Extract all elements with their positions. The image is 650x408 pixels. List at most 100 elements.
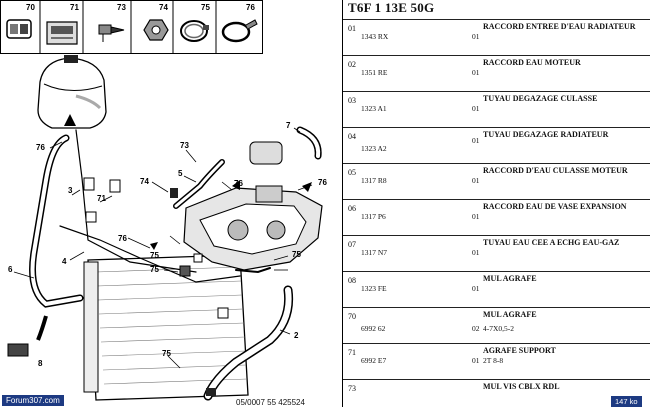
part-spec: 2T 8-8	[483, 356, 504, 365]
part-description: RACCORD EAU MOTEUR	[483, 58, 581, 67]
callout: 75	[150, 251, 159, 260]
part-reference: 1323 A1	[361, 104, 387, 113]
parts-row: 73 MUL VIS CBLX RDL	[343, 379, 650, 408]
part-quantity: 02	[472, 324, 480, 333]
part-description: RACCORD ENTREE D'EAU RADIATEUR	[483, 22, 636, 31]
legend-item-76: 76	[221, 3, 258, 43]
hoses	[29, 126, 322, 401]
legend-num: 76	[246, 3, 255, 12]
parts-row: 05 1317 R8 01 RACCORD D'EAU CULASSE MOTE…	[343, 163, 650, 200]
legend-num: 70	[26, 3, 35, 12]
part-description: TUYAU DEGAZAGE RADIATEUR	[483, 130, 609, 139]
callout: 3	[68, 186, 73, 195]
part-quantity: 01	[472, 284, 480, 293]
part-reference: 1317 N7	[361, 248, 388, 257]
cooling-circuit-diagram: 70 71 73 74	[0, 0, 327, 401]
part-quantity: 01	[472, 248, 480, 257]
part-quantity: 01	[472, 68, 480, 77]
callout: 75	[150, 265, 159, 274]
part-number: 03	[348, 96, 356, 105]
part-description: RACCORD EAU DE VASE EXPANSION	[483, 202, 627, 211]
callout: 2	[294, 331, 299, 340]
parts-row: 70 6992 62 02 MUL AGRAFE 4-7X0,5-2	[343, 307, 650, 344]
part-description: RACCORD D'EAU CULASSE MOTEUR	[483, 166, 628, 175]
legend-num: 75	[201, 3, 210, 12]
forum-watermark: Forum307.com	[2, 395, 64, 406]
part-quantity: 01	[472, 356, 480, 365]
callout: 76	[234, 179, 243, 188]
part-quantity: 01	[472, 176, 480, 185]
callout: 76	[36, 143, 45, 152]
parts-row: 08 1323 FE 01 MUL AGRAFE	[343, 271, 650, 308]
spring-clamp-icon	[221, 19, 258, 43]
part-quantity: 01	[472, 136, 480, 145]
legend-strip: 70 71 73 74	[0, 0, 263, 54]
part-reference: 1351 RE	[361, 68, 388, 77]
hose-3	[75, 129, 197, 273]
part-reference: 1323 A2	[361, 144, 387, 153]
callout: 75	[292, 250, 301, 259]
drawing-code: 05/0007 55 425524	[236, 398, 305, 407]
expansion-tank	[37, 55, 107, 129]
parts-row: 01 1343 RX 01 RACCORD ENTREE D'EAU RADIA…	[343, 19, 650, 56]
hose-clamp-icon	[180, 20, 209, 42]
parts-row: 71 6992 E7 01 AGRAFE SUPPORT 2T 8-8	[343, 343, 650, 380]
part-quantity: 01	[472, 212, 480, 221]
parts-row: 06 1317 P6 01 RACCORD EAU DE VASE EXPANS…	[343, 199, 650, 236]
part-reference: 1317 R8	[361, 176, 387, 185]
legend-item-71: 71	[46, 3, 79, 45]
callout: 5	[178, 169, 183, 178]
part-reference: 1317 P6	[361, 212, 386, 221]
callout: 4	[62, 257, 67, 266]
clip-icon	[6, 19, 32, 39]
legend-item-73: 73	[98, 3, 126, 42]
thermostat-housing	[183, 141, 323, 271]
part-quantity: 01	[472, 104, 480, 113]
callout: 73	[180, 141, 189, 150]
parts-row: 07 1317 N7 01 TUYAU EAU CEE A ECHG EAU-G…	[343, 235, 650, 272]
part-number: 08	[348, 276, 356, 285]
parts-row: 04 1323 A2 01 TUYAU DEGAZAGE RADIATEUR	[343, 127, 650, 164]
radiator	[83, 254, 249, 401]
part-description: TUYAU DEGAZAGE CULASSE	[483, 94, 598, 103]
callout: 7	[286, 121, 291, 130]
part-description: MUL AGRAFE	[483, 274, 537, 283]
legend-item-74: 74	[143, 3, 169, 41]
part-reference: 6992 E7	[361, 356, 387, 365]
legend-num: 74	[159, 3, 168, 12]
hose-4	[59, 225, 241, 283]
callout: 8	[38, 359, 43, 368]
legend-num: 71	[70, 3, 79, 12]
callout: 76	[118, 234, 127, 243]
document-title: T6F 1 13E 50G	[348, 0, 435, 15]
part-spec: 4-7X0,5-2	[483, 324, 515, 333]
parts-row: 02 1351 RE 01 RACCORD EAU MOTEUR	[343, 55, 650, 92]
part-number: 73	[348, 384, 356, 393]
legend-item-70: 70	[6, 3, 35, 39]
part-description: MUL VIS CBLX RDL	[483, 382, 560, 391]
part-number: 01	[348, 24, 356, 33]
callouts: 76 3 71 4 6 8 73 5 74 76 7 76 76 75 75 7…	[8, 121, 327, 368]
part-description: TUYAU EAU CEE A ECHG EAU-GAZ	[483, 238, 620, 247]
file-size-badge: 147 ko	[611, 396, 642, 407]
part-description: AGRAFE SUPPORT	[483, 346, 556, 355]
part-number: 06	[348, 204, 356, 213]
part-quantity: 01	[472, 32, 480, 41]
callout: 76	[318, 178, 327, 187]
parts-list: 01 1343 RX 01 RACCORD ENTREE D'EAU RADIA…	[343, 19, 650, 407]
part-number: 07	[348, 240, 356, 249]
parts-row: 03 1323 A1 01 TUYAU DEGAZAGE CULASSE	[343, 91, 650, 128]
part-reference: 1323 FE	[361, 284, 387, 293]
part-8	[7, 315, 48, 357]
part-number: 05	[348, 168, 356, 177]
bracket-clip-icon	[46, 21, 78, 45]
part-reference: 1343 RX	[361, 32, 389, 41]
callout: 74	[140, 177, 149, 186]
part-number: 70	[348, 312, 356, 321]
legend-num: 73	[117, 3, 126, 12]
part-number: 71	[348, 348, 356, 357]
callout: 6	[8, 265, 13, 274]
screw-icon	[98, 24, 125, 42]
part-number: 04	[348, 132, 356, 141]
part-number: 02	[348, 60, 356, 69]
